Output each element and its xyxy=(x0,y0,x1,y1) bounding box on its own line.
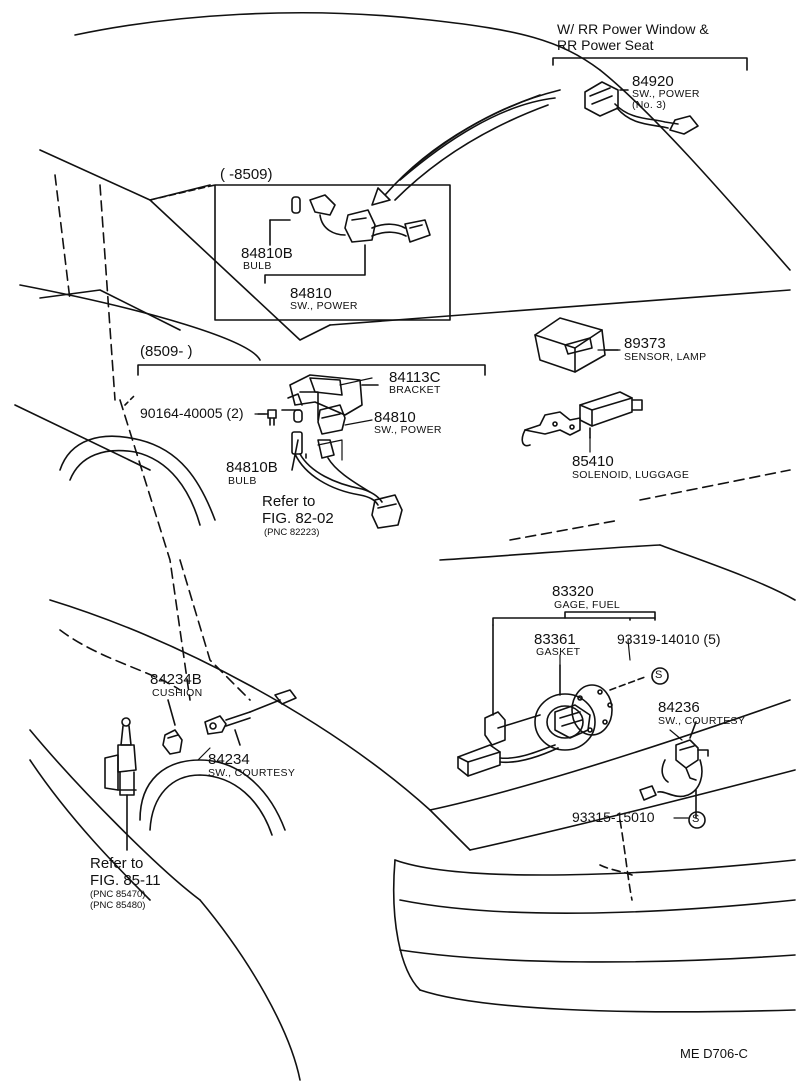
part-name-84234b: CUSHION xyxy=(152,687,203,699)
sensor-89373-drawing xyxy=(534,317,619,373)
part-number-93315: 93315-15010 xyxy=(572,809,655,825)
leader-lines xyxy=(197,349,689,819)
mid-group-bracket xyxy=(137,364,486,376)
part-number-84810b-top: 84810B xyxy=(241,245,293,262)
header-line-1: W/ RR Power Window & xyxy=(557,21,709,37)
part-number-84810-mid: 84810 xyxy=(374,409,416,426)
car-body-outline xyxy=(14,11,796,1081)
part-name-84234: SW., COURTESY xyxy=(208,767,296,779)
top-box-parts xyxy=(264,194,431,284)
reference-1-line-1: Refer to xyxy=(262,493,316,510)
symbol-s-1: S xyxy=(655,669,663,681)
part-number-85410: 85410 xyxy=(572,453,614,470)
reference-2-line-1: Refer to xyxy=(90,855,144,872)
mid-group-parts xyxy=(257,374,403,529)
top-box-range: ( -8509) xyxy=(220,166,273,183)
part-name-84810b-mid: BULB xyxy=(228,475,257,487)
part-name-89373: SENSOR, LAMP xyxy=(624,351,707,363)
top-group-box xyxy=(214,184,451,321)
symbol-s-2: S xyxy=(692,813,700,825)
switch-84234-drawing xyxy=(204,689,297,746)
header-line-2: RR Power Seat xyxy=(557,37,654,53)
part-number-93319: 93319-14010 (5) xyxy=(617,631,721,647)
part-name-84920: SW., POWER xyxy=(632,88,700,100)
part-name-83361: GASKET xyxy=(536,646,581,658)
part-name-84113c: BRACKET xyxy=(389,384,441,396)
pointer-arrow xyxy=(371,94,549,206)
part-note-84920: (No. 3) xyxy=(632,99,667,111)
part-number-84113c: 84113C xyxy=(389,369,441,386)
part-number-83361: 83361 xyxy=(534,631,576,648)
solenoid-85410-drawing xyxy=(521,391,643,447)
part-number-84920: 84920 xyxy=(632,73,674,90)
part-name-84810-top: SW., POWER xyxy=(290,300,358,312)
reference-1-line-3: (PNC 82223) xyxy=(264,527,320,538)
part-number-89373: 89373 xyxy=(624,335,666,352)
fuel-gage-83320-drawing xyxy=(457,611,656,777)
part-name-84810b-top: BULB xyxy=(243,260,272,272)
reference-1-line-2: FIG. 82-02 xyxy=(262,510,334,527)
part-name-85410: SOLENOID, LUGGAGE xyxy=(572,469,690,481)
mid-box-range: (8509- ) xyxy=(140,343,193,360)
header-bracket xyxy=(552,57,748,71)
part-number-84810-top: 84810 xyxy=(290,285,332,302)
switch-84236-drawing xyxy=(639,721,709,819)
reference-2-line-4: (PNC 85480) xyxy=(90,900,146,911)
part-name-83320: GAGE, FUEL xyxy=(554,599,621,611)
part-number-84234b: 84234B xyxy=(150,671,202,688)
part-number-84236: 84236 xyxy=(658,699,700,716)
switch-84920-drawing xyxy=(584,81,699,135)
diagram-code: ME D706-C xyxy=(680,1046,748,1061)
cushion-84234B-drawing xyxy=(162,699,183,755)
part-number-83320: 83320 xyxy=(552,583,594,600)
reference-2-line-3: (PNC 85470) xyxy=(90,889,146,900)
reference-2-line-2: FIG. 85-11 xyxy=(90,872,161,889)
part-number-90164: 90164-40005 (2) xyxy=(140,405,244,421)
symbol-s-circle-1 xyxy=(651,667,669,685)
lamp-socket-drawing xyxy=(104,717,137,851)
part-number-84234: 84234 xyxy=(208,751,250,768)
part-name-84810-mid: SW., POWER xyxy=(374,424,442,436)
part-number-84810b-mid: 84810B xyxy=(226,459,278,476)
part-name-84236: SW., COURTESY xyxy=(658,715,746,727)
symbol-s-circle-2 xyxy=(688,811,706,829)
